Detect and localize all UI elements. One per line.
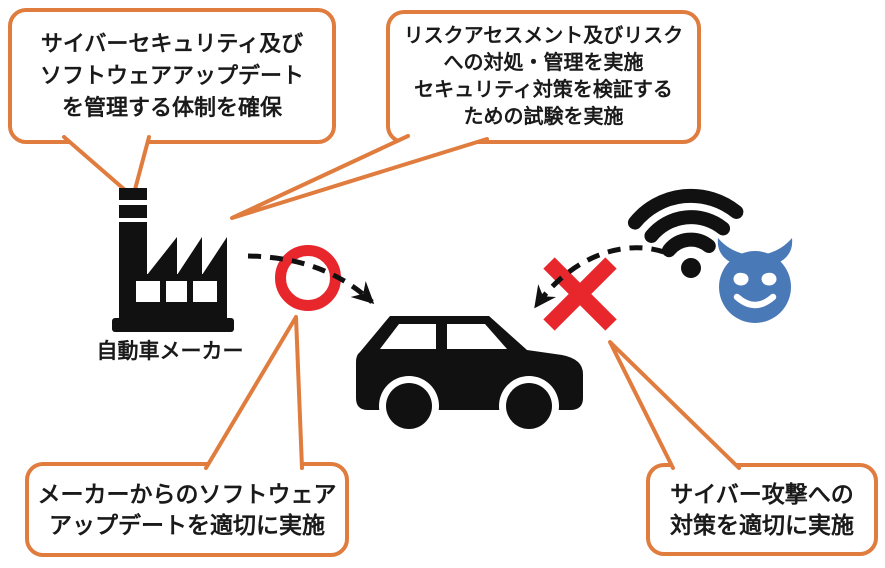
callout-software-update: メーカーからのソフトウェア アップデートを適切に実施 — [25, 462, 349, 557]
callout-text-line: を管理する体制を確保 — [61, 95, 282, 120]
factory-icon — [112, 188, 234, 332]
callout-text-line: セキュリティ対策を検証する — [414, 79, 673, 101]
wifi-icon — [627, 188, 744, 278]
callout-text-line: ソフトウェアアップデート — [39, 63, 304, 88]
callout-text-line: サイバー攻撃への — [670, 480, 854, 507]
cross-ng-icon — [543, 257, 617, 331]
callout-tail-bottom-right — [608, 340, 741, 470]
callout-text-line: メーカーからのソフトウェア — [37, 480, 337, 507]
callout-tail-top-center — [230, 134, 489, 220]
callout-text-line: ための試験を実施 — [463, 106, 624, 128]
callout-text-line: への対処・管理を実施 — [443, 52, 644, 74]
callout-text-line: リスクアセスメント及びリスク — [403, 25, 684, 47]
dashed-arrow-attack — [533, 245, 665, 309]
callout-management-system: サイバーセキュリティ及び ソフトウェアアップデート を管理する体制を確保 — [8, 8, 336, 144]
devil-smiley-icon — [717, 238, 793, 323]
circle-ok-icon — [275, 245, 341, 311]
callout-text-line: 対策を適切に実施 — [670, 511, 854, 538]
callout-tail-top-left — [62, 135, 151, 199]
dashed-arrow-update — [247, 253, 375, 305]
callout-text-line: アップデートを適切に実施 — [49, 511, 325, 538]
callout-cyber-attack-countermeasure: サイバー攻撃への 対策を適切に実施 — [646, 463, 878, 556]
car-icon — [356, 316, 583, 436]
callout-text-line: サイバーセキュリティ及び — [40, 31, 304, 56]
factory-label: 自動車メーカー — [96, 340, 244, 363]
callout-risk-assessment: リスクアセスメント及びリスク への対処・管理を実施 セキュリティ対策を検証する … — [386, 10, 701, 144]
